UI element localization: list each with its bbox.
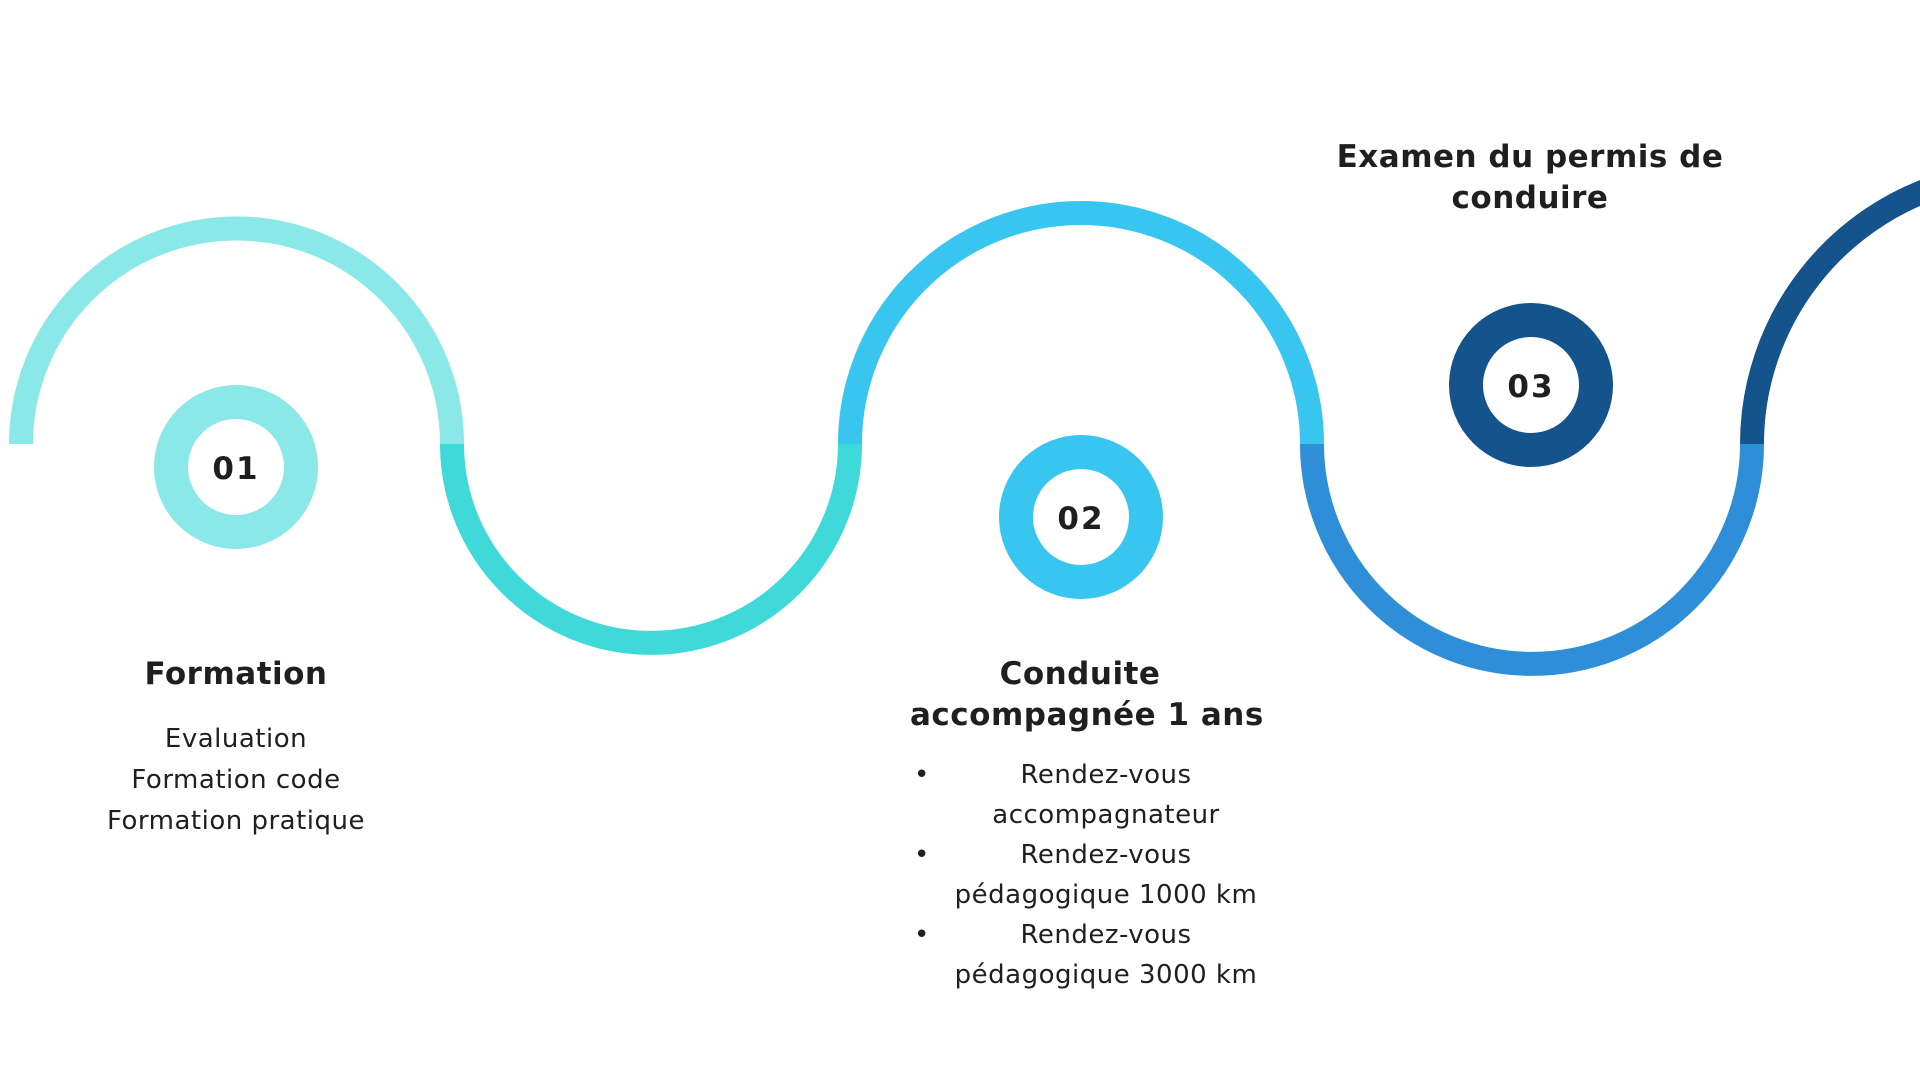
step-03-ring <box>1449 303 1613 467</box>
step-02-title: Conduite accompagnée 1 ans <box>910 654 1264 736</box>
step-01-number: 01 <box>212 451 259 487</box>
step-01-title: Formation <box>144 656 328 692</box>
step-03-title: Examen du permis de conduire <box>1336 139 1724 216</box>
step-01-line: Formation pratique <box>106 806 366 836</box>
step-02-bullet-list: Rendez-vous accompagnateur Rendez-vous p… <box>910 755 1260 995</box>
step-02-title-line: Conduite <box>999 656 1161 692</box>
step-02-bullet: Rendez-vous accompagnateur <box>910 755 1260 835</box>
step-02-bullet: Rendez-vous pédagogique 3000 km <box>910 915 1260 995</box>
step-02-number: 02 <box>1057 501 1104 537</box>
step-02-title-line: accompagnée 1 ans <box>910 697 1264 733</box>
arc-transition-2 <box>1300 443 1764 676</box>
arc-examen <box>1740 180 1920 445</box>
step-03-number: 03 <box>1507 369 1554 405</box>
arc-conduite <box>838 201 1324 445</box>
arc-formation <box>9 216 464 445</box>
step-01-ring <box>154 385 318 549</box>
step-01-line: Evaluation <box>164 724 308 754</box>
step-02-bullet: Rendez-vous pédagogique 1000 km <box>910 835 1260 915</box>
step-01-details: Evaluation Formation code Formation prat… <box>86 719 386 842</box>
arc-transition-1 <box>440 443 862 655</box>
step-02-ring <box>999 435 1163 599</box>
step-01-line: Formation code <box>131 765 341 795</box>
